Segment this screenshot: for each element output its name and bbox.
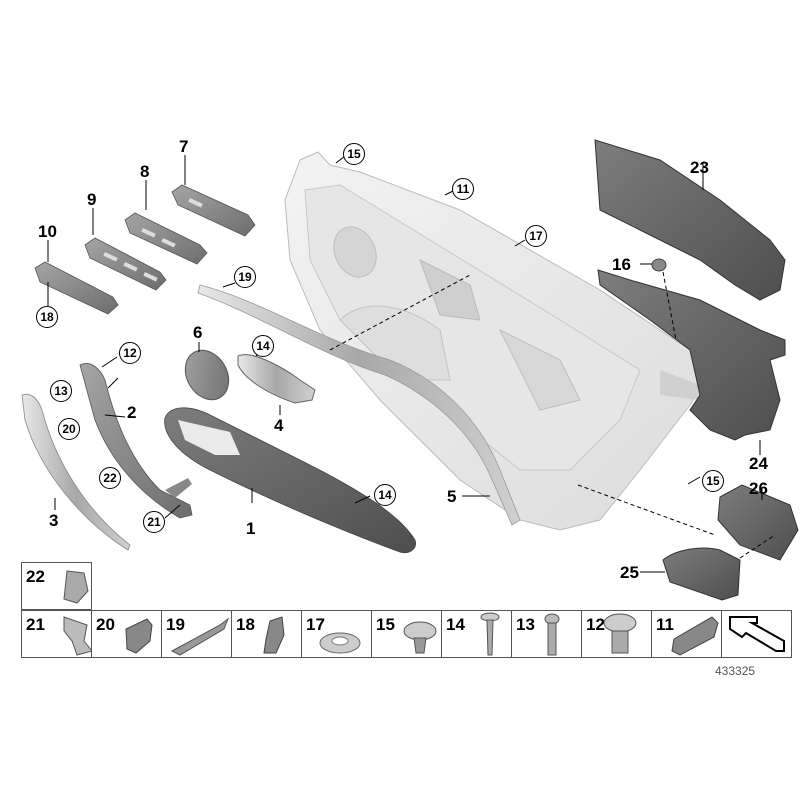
fastener-number: 18 bbox=[236, 615, 255, 634]
callout-5: 5 bbox=[447, 487, 457, 506]
callout-26: 26 bbox=[749, 479, 768, 498]
screw-icon bbox=[544, 613, 560, 656]
clip-icon bbox=[125, 618, 153, 654]
clip-icon bbox=[671, 616, 719, 656]
chrome-trim-strip bbox=[197, 284, 521, 526]
fastener-cell-13: 13 bbox=[511, 610, 582, 658]
fastener-cell-11: 11 bbox=[651, 610, 722, 658]
door-handle bbox=[237, 354, 316, 404]
callout-19: 19 bbox=[234, 266, 256, 288]
fastener-number: 20 bbox=[96, 615, 115, 634]
callout-12: 12 bbox=[119, 342, 141, 364]
fastener-number: 12 bbox=[586, 615, 605, 634]
fastener-cell-18: 18 bbox=[231, 610, 302, 658]
callout-18: 18 bbox=[36, 306, 58, 328]
callout-24: 24 bbox=[749, 454, 768, 473]
expanding-rivet-icon bbox=[403, 621, 437, 654]
fastener-cell-15: 15 bbox=[371, 610, 442, 658]
callout-2: 2 bbox=[127, 403, 137, 422]
fastener-cell-21: 21 bbox=[21, 610, 93, 658]
fastener-cell-20: 20 bbox=[91, 610, 162, 658]
callout-9: 9 bbox=[87, 190, 97, 209]
lock-washer-icon bbox=[319, 632, 361, 654]
fastener-number: 17 bbox=[306, 615, 325, 634]
sound-insulation-lower bbox=[597, 269, 786, 441]
callout-22: 22 bbox=[99, 467, 121, 489]
callout-10: 10 bbox=[38, 222, 57, 241]
fastener-number: 14 bbox=[446, 615, 465, 634]
callout-1: 1 bbox=[246, 519, 256, 538]
callout-15-bottom: 15 bbox=[702, 470, 724, 492]
door-panel bbox=[284, 151, 701, 531]
callout-14-armrest: 14 bbox=[374, 484, 396, 506]
switch-panels bbox=[34, 184, 256, 315]
sheet-metal-screw-icon bbox=[480, 612, 500, 656]
speaker-cover bbox=[184, 349, 230, 401]
handle-carrier bbox=[79, 363, 193, 519]
clip-icon bbox=[63, 616, 93, 656]
fastener-number: 11 bbox=[656, 615, 674, 634]
fastener-number: 15 bbox=[376, 615, 395, 634]
direction-arrow-icon bbox=[729, 616, 785, 652]
fastener-cell-19: 19 bbox=[161, 610, 232, 658]
callout-7: 7 bbox=[179, 137, 189, 156]
callout-11: 11 bbox=[452, 178, 474, 200]
clip-strip-icon bbox=[170, 617, 230, 656]
fastener-cell-22: 22 bbox=[21, 562, 92, 610]
callout-3: 3 bbox=[49, 511, 59, 530]
callout-4: 4 bbox=[274, 416, 284, 435]
callout-21: 21 bbox=[143, 511, 165, 533]
cover-piece bbox=[662, 547, 741, 601]
clip-icon bbox=[63, 570, 89, 604]
fastener-number: 22 bbox=[26, 567, 45, 586]
callout-23: 23 bbox=[690, 158, 709, 177]
direction-arrow-cell bbox=[721, 610, 792, 658]
callout-8: 8 bbox=[140, 162, 150, 181]
fastener-number: 19 bbox=[166, 615, 185, 634]
callout-14-handle: 14 bbox=[252, 335, 274, 357]
grommet bbox=[651, 258, 667, 272]
sound-insulation-upper bbox=[594, 139, 786, 301]
fastener-cell-14: 14 bbox=[441, 610, 512, 658]
diagram-reference-number: 433325 bbox=[715, 664, 756, 678]
callout-15-top: 15 bbox=[343, 143, 365, 165]
callout-16: 16 bbox=[612, 255, 631, 274]
callout-6: 6 bbox=[193, 323, 203, 342]
fastener-number: 21 bbox=[26, 615, 45, 634]
fastener-number: 13 bbox=[516, 615, 535, 634]
callout-13: 13 bbox=[50, 380, 72, 402]
callout-20: 20 bbox=[58, 418, 80, 440]
fastener-cell-12: 12 bbox=[581, 610, 652, 658]
cable-holder bbox=[717, 484, 799, 561]
clip-icon bbox=[263, 616, 285, 654]
decor-strip bbox=[21, 393, 131, 551]
callout-17: 17 bbox=[525, 225, 547, 247]
fastener-cell-17: 17 bbox=[301, 610, 372, 658]
expanding-nut-icon bbox=[603, 613, 637, 654]
callout-25: 25 bbox=[620, 563, 639, 582]
